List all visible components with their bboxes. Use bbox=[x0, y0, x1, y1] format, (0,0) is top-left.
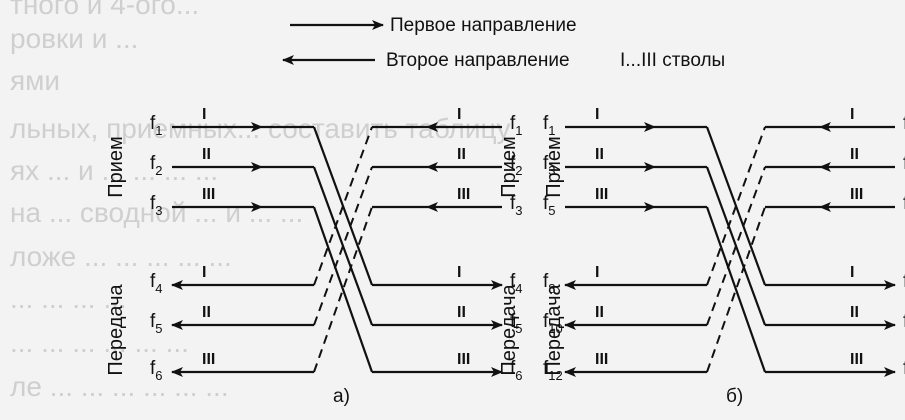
legend-second-direction-label: Второе направление bbox=[386, 50, 570, 71]
crossing-link-solid bbox=[312, 166, 374, 326]
crossing-link-dashed bbox=[706, 166, 766, 326]
background-text-line: ле ... ... ... ... ... ... bbox=[10, 371, 229, 402]
trunk-label: III bbox=[850, 186, 863, 203]
crossing-link-dashed bbox=[706, 126, 766, 286]
trunk-label: I bbox=[850, 264, 854, 281]
trunk-label: II bbox=[457, 146, 466, 163]
trunk-label: II bbox=[850, 146, 859, 163]
right-transmit-label: Передача bbox=[543, 284, 565, 376]
left-frequency-label: f4 bbox=[150, 271, 163, 296]
left-frequency-label: f1 bbox=[150, 113, 163, 138]
trunk-label: III bbox=[457, 186, 470, 203]
crossing-link-solid bbox=[312, 206, 374, 373]
trunk-label: I bbox=[457, 264, 461, 281]
trunk-label: III bbox=[202, 186, 215, 203]
legend-trunks-note: I...III стволы bbox=[620, 50, 725, 71]
background-text-line: тного и 4-ого... bbox=[10, 0, 199, 20]
crossing-link-solid bbox=[705, 206, 767, 373]
trunk-label: II bbox=[595, 146, 604, 163]
left-frequency-label: f5 bbox=[150, 311, 163, 336]
background-text-line: ровки и ... bbox=[10, 23, 138, 54]
background-text-line: ложе ... ... ... ... ... bbox=[10, 241, 232, 272]
crossing-link-solid bbox=[705, 126, 767, 286]
left-frequency-label: f8 bbox=[543, 271, 556, 296]
background-text-line: льных, приемных... составить таблицу bbox=[10, 113, 511, 144]
right-frequency-label: f9 bbox=[903, 311, 905, 336]
diagram-b: f1f3f5f8f10f12f2f4f6f7f9f11IIIIIIIIIIIII… bbox=[498, 106, 905, 407]
crossing-link-solid bbox=[705, 166, 767, 326]
trunk-label: I bbox=[202, 106, 206, 123]
trunk-label: II bbox=[202, 304, 211, 321]
left-frequency-label: f2 bbox=[150, 153, 163, 178]
left-transmit-label: Передача bbox=[105, 284, 127, 376]
legend: Первое направление Второе направление I.… bbox=[282, 15, 725, 71]
background-text-line: ... ... ... ... ... ... bbox=[10, 327, 189, 358]
background-text-line: ях ... и ... ... ... ... bbox=[10, 155, 218, 186]
trunk-label: I bbox=[457, 106, 461, 123]
left-transmit-label: Передача bbox=[498, 284, 520, 376]
trunk-label: III bbox=[850, 351, 863, 368]
trunk-label: II bbox=[850, 304, 859, 321]
left-frequency-label: f1 bbox=[543, 113, 556, 138]
right-receive-label: Прием bbox=[543, 136, 565, 198]
trunk-label: III bbox=[457, 351, 470, 368]
left-receive-label: Прием bbox=[498, 136, 520, 198]
trunk-label: I bbox=[595, 264, 599, 281]
trunk-label: II bbox=[457, 304, 466, 321]
trunk-label: III bbox=[595, 186, 608, 203]
left-frequency-label: f3 bbox=[543, 153, 556, 178]
right-frequency-label: f11 bbox=[903, 358, 905, 383]
right-frequency-label: f5 bbox=[510, 311, 523, 336]
trunk-label: III bbox=[202, 351, 215, 368]
crossing-link-solid bbox=[312, 126, 374, 286]
right-frequency-label: f2 bbox=[903, 113, 905, 138]
trunk-label: II bbox=[202, 146, 211, 163]
left-frequency-label: f6 bbox=[150, 358, 163, 383]
crossing-link-dashed bbox=[313, 166, 373, 326]
right-frequency-label: f4 bbox=[510, 271, 523, 296]
right-frequency-label: f6 bbox=[903, 193, 905, 218]
right-frequency-label: f2 bbox=[510, 153, 523, 178]
right-frequency-label: f6 bbox=[510, 358, 523, 383]
left-receive-label: Прием bbox=[105, 136, 127, 198]
background-text-line: ... ... ... ... bbox=[10, 283, 127, 314]
trunk-label: I bbox=[202, 264, 206, 281]
right-frequency-label: f3 bbox=[510, 193, 523, 218]
background-text-line: ями bbox=[10, 65, 60, 96]
crossing-link-dashed bbox=[313, 126, 373, 286]
diagram-caption: б) bbox=[726, 386, 743, 407]
legend-first-direction-label: Первое направление bbox=[390, 15, 577, 36]
diagram-caption: а) bbox=[333, 386, 350, 407]
trunk-label: III bbox=[595, 351, 608, 368]
right-frequency-label: f4 bbox=[903, 153, 905, 178]
right-frequency-label: f1 bbox=[510, 113, 523, 138]
left-frequency-label: f3 bbox=[150, 193, 163, 218]
left-frequency-label: f5 bbox=[543, 193, 556, 218]
trunk-label: II bbox=[595, 304, 604, 321]
trunk-label: I bbox=[595, 106, 599, 123]
right-frequency-label: f7 bbox=[903, 271, 905, 296]
trunk-label: I bbox=[850, 106, 854, 123]
left-frequency-label: f10 bbox=[543, 311, 563, 336]
left-frequency-label: f12 bbox=[543, 358, 563, 383]
